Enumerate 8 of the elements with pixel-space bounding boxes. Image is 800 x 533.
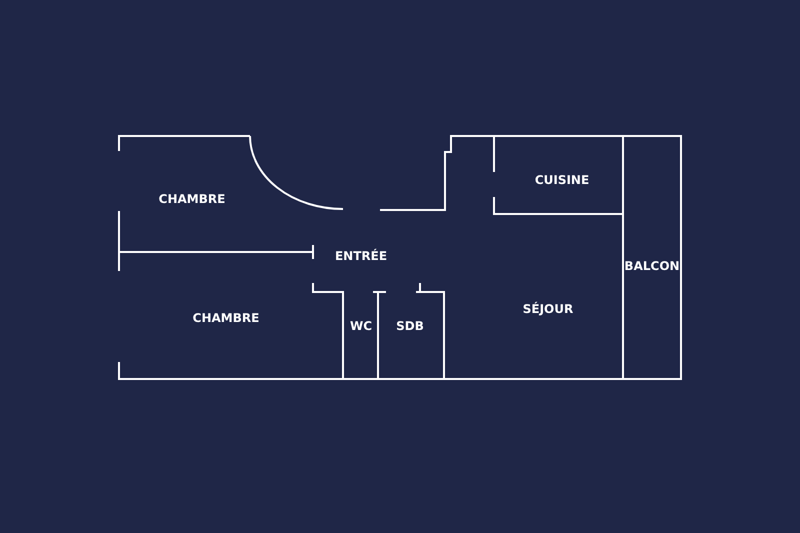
room-label: CUISINE — [534, 174, 590, 186]
room-label: CHAMBRE — [158, 193, 226, 205]
room-label: WC — [350, 320, 372, 332]
room-label: BALCON — [624, 260, 680, 272]
room-label: SDB — [396, 320, 424, 332]
room-label: ENTRÉE — [334, 250, 388, 262]
room-label: SÉJOUR — [522, 303, 574, 315]
room-label: CHAMBRE — [192, 312, 260, 324]
